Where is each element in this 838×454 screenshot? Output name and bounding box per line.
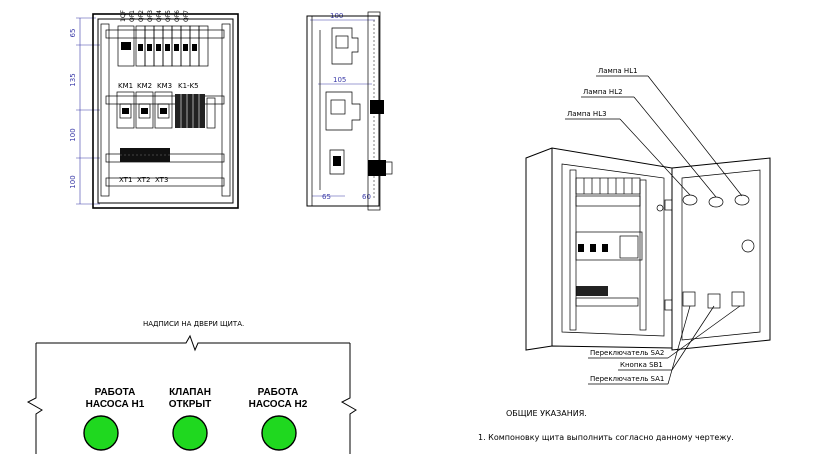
front-enclosure [92, 13, 239, 209]
breaker-label: QF1 [129, 10, 136, 22]
dim-front-2: 135 [69, 73, 77, 86]
dim-front-3: 100 [69, 128, 77, 141]
contactor-label: KM2 [137, 82, 152, 90]
door-label-line1: КЛАПАН [169, 387, 211, 398]
door-label-line1: РАБОТА [258, 387, 299, 398]
contactor-label: K1-K5 [178, 82, 199, 90]
contactor-row [116, 91, 216, 129]
callout-lamp-hl2: Лампа HL2 [583, 88, 623, 96]
iso-breaker-row [575, 177, 641, 207]
breaker-label: QF4 [156, 10, 163, 22]
iso-contactor-row [575, 231, 643, 261]
general-notes: ОБЩИЕ УКАЗАНИЯ. 1. Компоновку щита выпол… [478, 409, 734, 442]
door-label-line1: РАБОТА [95, 387, 136, 398]
door-label-line2: ОТКРЫТ [169, 399, 212, 410]
iso-view: Лампа HL1 Лампа HL2 Лампа HL3 Переключат… [525, 67, 771, 385]
door-labels-panel: НАДПИСИ НА ДВЕРИ ЩИТА. РАБОТА НАСОСА Н1 … [26, 320, 357, 454]
iso-door [671, 157, 771, 351]
dim-side-2: 105 [333, 76, 346, 84]
breaker-label: QF2 [138, 10, 145, 22]
lamp-indicator [172, 415, 208, 451]
contactor-label: KM3 [157, 82, 172, 90]
lamp-indicator [83, 415, 119, 451]
lamp-indicator [261, 415, 297, 451]
dim-front-1: 65 [69, 29, 77, 38]
breaker-row [117, 25, 209, 67]
side-view: 100 105 65 60 [306, 11, 393, 211]
breaker-label: QF6 [174, 10, 181, 22]
dim-side-3: 65 [322, 193, 331, 201]
door-label-line2: НАСОСА Н1 [86, 399, 145, 410]
door-label-line2: НАСОСА Н2 [249, 399, 308, 410]
contactor-label: KM1 [118, 82, 133, 90]
front-mounting-plate [97, 18, 234, 204]
terminal-label: XT1 [119, 176, 132, 184]
dim-front-4: 100 [69, 175, 77, 188]
callout-switch-sa1: Переключатель SA1 [590, 375, 664, 383]
door-labels-title: НАДПИСИ НА ДВЕРИ ЩИТА. [143, 320, 244, 328]
callout-button-sb1: Кнопка SB1 [620, 361, 663, 369]
terminal-label: XT3 [155, 176, 168, 184]
iso-terminal-row [575, 286, 639, 307]
callout-switch-sa2: Переключатель SA2 [590, 349, 664, 357]
notes-title: ОБЩИЕ УКАЗАНИЯ. [506, 409, 587, 418]
callout-lamp-hl1: Лампа HL1 [598, 67, 638, 75]
breaker-label: QF5 [165, 10, 172, 22]
breaker-label: QF3 [147, 10, 154, 22]
terminal-label: XT2 [137, 176, 150, 184]
front-view: 65 135 100 100 1QF QF1 QF2 QF3 QF4 QF5 Q… [69, 9, 239, 209]
dim-side-4: 60 [362, 193, 371, 201]
callout-lamp-hl3: Лампа HL3 [567, 110, 607, 118]
notes-item: 1. Компоновку щита выполнить согласно да… [478, 433, 734, 442]
breaker-label: QF7 [183, 10, 190, 22]
breaker-label: 1QF [120, 9, 127, 22]
